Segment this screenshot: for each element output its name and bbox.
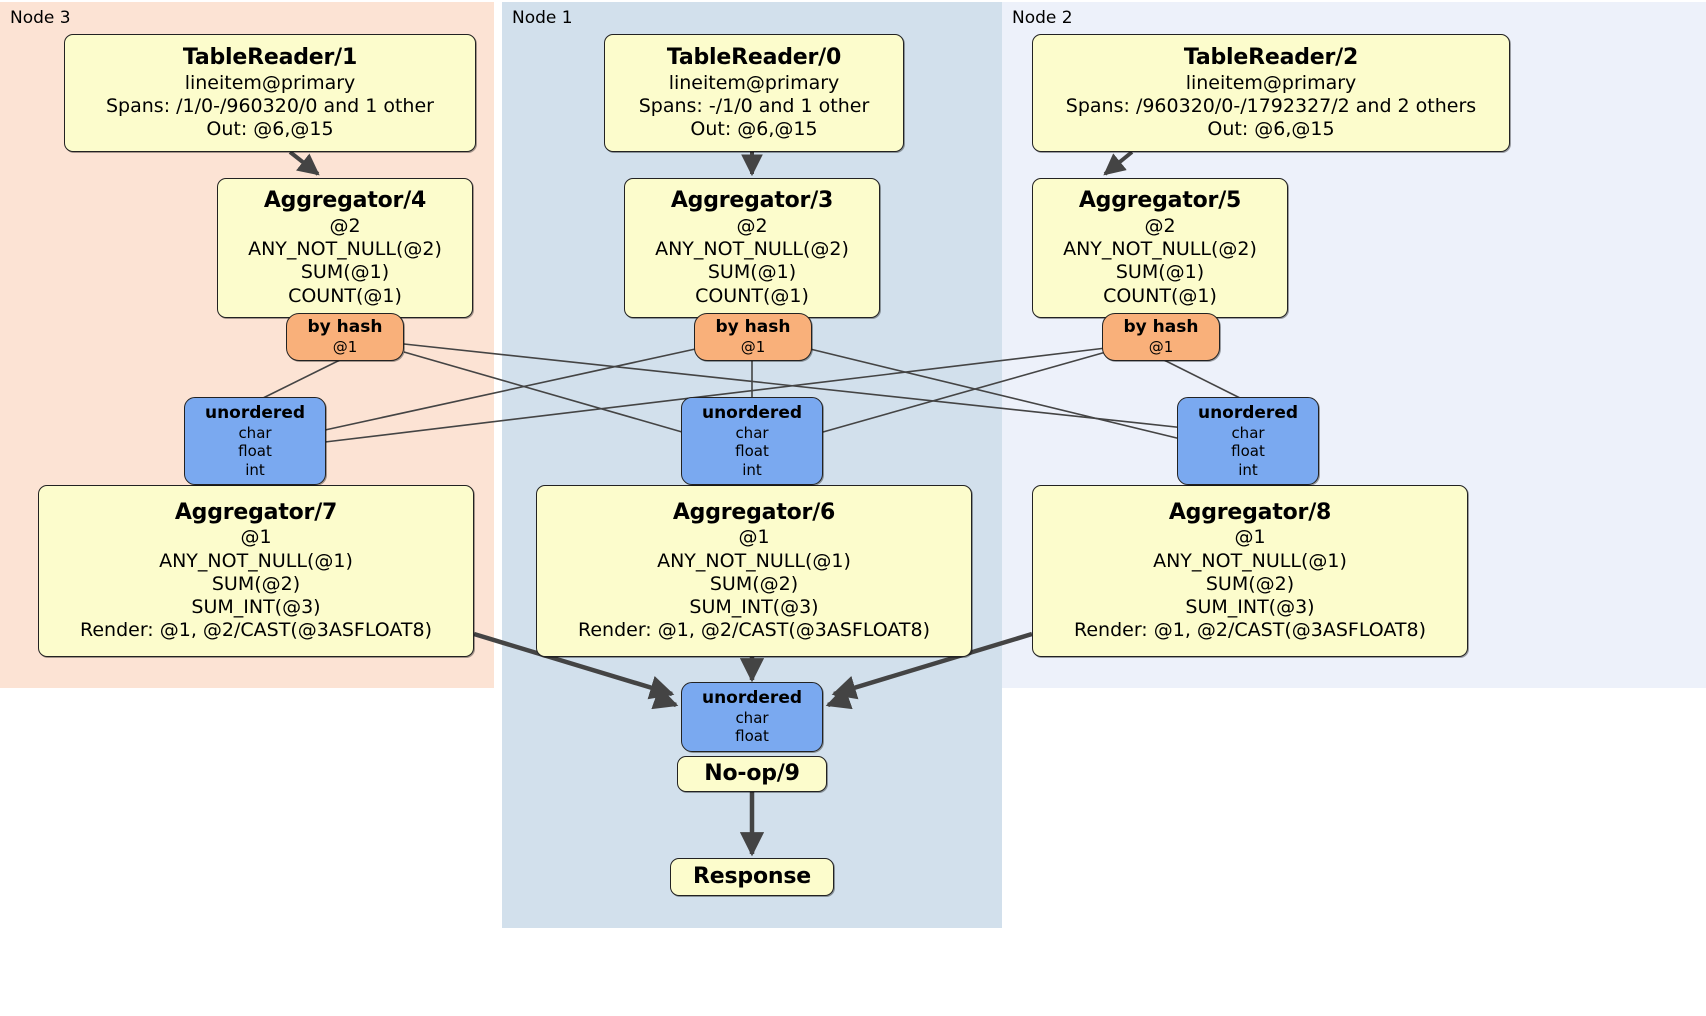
tablereader-2-spans: Spans: /960320/0-/1792327/2 and 2 others (1065, 94, 1477, 117)
router-by-hash-node-3[interactable]: by hash @1 (286, 313, 404, 361)
tablereader-0-table: lineitem@primary (668, 71, 840, 94)
aggregator-5-title: Aggregator/5 (1078, 188, 1242, 214)
receiver-unordered-node-2[interactable]: unordered char float int (1177, 397, 1319, 485)
receiver-2-type-1: float (1231, 442, 1265, 461)
tablereader-0-spans: Spans: -/1/0 and 1 other (638, 94, 870, 117)
tablereader-2-out: Out: @6,@15 (1207, 118, 1335, 140)
no-op-9-title: No-op/9 (704, 760, 800, 786)
aggregator-3-agg-0: ANY_NOT_NULL(@2) (655, 238, 849, 261)
aggregator-6-agg-1: SUM(@2) (709, 572, 799, 595)
aggregator-8-agg-0: ANY_NOT_NULL(@1) (1153, 549, 1347, 572)
receiver-3-title: unordered (204, 403, 306, 424)
aggregator-5-agg-2: COUNT(@1) (1103, 284, 1217, 307)
aggregator-7-render: Render: @1, @2/CAST(@3ASFLOAT8) (80, 619, 432, 642)
by-hash-3-title: by hash (307, 317, 383, 338)
aggregator-6-render: Render: @1, @2/CAST(@3ASFLOAT8) (578, 619, 930, 642)
node-response[interactable]: Response (670, 858, 834, 896)
aggregator-3-group: @2 (736, 215, 768, 238)
cluster-label-node-2: Node 2 (1012, 8, 1073, 28)
node-aggregator-7[interactable]: Aggregator/7 @1 ANY_NOT_NULL(@1) SUM(@2)… (38, 485, 474, 657)
aggregator-6-agg-2: SUM_INT(@3) (689, 596, 819, 618)
aggregator-4-group: @2 (329, 215, 361, 238)
aggregator-5-agg-1: SUM(@1) (1115, 261, 1205, 284)
receiver-3-type-2: int (245, 460, 265, 479)
router-by-hash-node-1[interactable]: by hash @1 (694, 313, 812, 361)
aggregator-8-agg-1: SUM(@2) (1205, 572, 1295, 595)
receiver-unordered-node-1[interactable]: unordered char float int (681, 397, 823, 485)
router-by-hash-node-2[interactable]: by hash @1 (1102, 313, 1220, 361)
tablereader-1-spans: Spans: /1/0-/960320/0 and 1 other (106, 94, 434, 117)
cluster-label-node-1: Node 1 (512, 8, 573, 28)
cluster-label-node-3: Node 3 (10, 8, 71, 28)
node-no-op-9[interactable]: No-op/9 (677, 756, 827, 792)
receiver-1-type-2: int (742, 460, 762, 479)
by-hash-2-title: by hash (1123, 317, 1199, 338)
tablereader-1-title: TableReader/1 (182, 44, 358, 70)
by-hash-1-title: by hash (715, 317, 791, 338)
aggregator-8-render: Render: @1, @2/CAST(@3ASFLOAT8) (1074, 619, 1426, 642)
aggregator-4-agg-1: SUM(@1) (300, 261, 390, 284)
node-aggregator-4[interactable]: Aggregator/4 @2 ANY_NOT_NULL(@2) SUM(@1)… (217, 178, 473, 318)
tablereader-2-title: TableReader/2 (1183, 44, 1359, 70)
aggregator-7-agg-1: SUM(@2) (211, 572, 301, 595)
node-tablereader-1[interactable]: TableReader/1 lineitem@primary Spans: /1… (64, 34, 476, 152)
tablereader-1-table: lineitem@primary (184, 71, 356, 94)
response-title: Response (693, 863, 811, 889)
receiver-1-title: unordered (701, 403, 803, 424)
aggregator-8-title: Aggregator/8 (1168, 499, 1332, 525)
node-aggregator-6[interactable]: Aggregator/6 @1 ANY_NOT_NULL(@1) SUM(@2)… (536, 485, 972, 657)
aggregator-5-agg-0: ANY_NOT_NULL(@2) (1063, 238, 1257, 261)
receiver-3-type-0: char (238, 423, 272, 442)
node-aggregator-5[interactable]: Aggregator/5 @2 ANY_NOT_NULL(@2) SUM(@1)… (1032, 178, 1288, 318)
node-aggregator-8[interactable]: Aggregator/8 @1 ANY_NOT_NULL(@1) SUM(@2)… (1032, 485, 1468, 657)
node-tablereader-2[interactable]: TableReader/2 lineitem@primary Spans: /9… (1032, 34, 1510, 152)
aggregator-5-group: @2 (1144, 215, 1176, 238)
tablereader-0-out: Out: @6,@15 (690, 118, 818, 140)
aggregator-6-group: @1 (738, 526, 770, 549)
node-tablereader-0[interactable]: TableReader/0 lineitem@primary Spans: -/… (604, 34, 904, 152)
aggregator-7-group: @1 (240, 526, 272, 549)
receiver-2-type-2: int (1238, 460, 1258, 479)
final-receiver-type-1: float (735, 727, 769, 746)
receiver-1-type-1: float (735, 442, 769, 461)
by-hash-1-column: @1 (740, 338, 766, 357)
aggregator-4-agg-2: COUNT(@1) (288, 284, 402, 307)
aggregator-8-group: @1 (1234, 526, 1266, 549)
receiver-1-type-0: char (735, 423, 769, 442)
aggregator-4-agg-0: ANY_NOT_NULL(@2) (248, 238, 442, 261)
aggregator-4-title: Aggregator/4 (263, 188, 427, 214)
final-receiver-type-0: char (735, 709, 769, 728)
receiver-unordered-node-3[interactable]: unordered char float int (184, 397, 326, 485)
tablereader-0-title: TableReader/0 (666, 44, 842, 70)
final-receiver-title: unordered (701, 688, 803, 709)
receiver-unordered-final[interactable]: unordered char float (681, 682, 823, 752)
aggregator-6-title: Aggregator/6 (672, 499, 836, 525)
aggregator-3-agg-1: SUM(@1) (707, 261, 797, 284)
tablereader-2-table: lineitem@primary (1185, 71, 1357, 94)
aggregator-8-agg-2: SUM_INT(@3) (1185, 596, 1315, 618)
by-hash-3-column: @1 (332, 338, 358, 357)
aggregator-7-agg-2: SUM_INT(@3) (191, 596, 321, 618)
aggregator-7-title: Aggregator/7 (174, 499, 338, 525)
receiver-2-type-0: char (1231, 423, 1265, 442)
aggregator-6-agg-0: ANY_NOT_NULL(@1) (657, 549, 851, 572)
node-aggregator-3[interactable]: Aggregator/3 @2 ANY_NOT_NULL(@2) SUM(@1)… (624, 178, 880, 318)
by-hash-2-column: @1 (1148, 338, 1174, 357)
aggregator-7-agg-0: ANY_NOT_NULL(@1) (159, 549, 353, 572)
aggregator-3-title: Aggregator/3 (670, 188, 834, 214)
aggregator-3-agg-2: COUNT(@1) (695, 284, 809, 307)
tablereader-1-out: Out: @6,@15 (206, 118, 334, 140)
receiver-3-type-1: float (238, 442, 272, 461)
receiver-2-title: unordered (1197, 403, 1299, 424)
